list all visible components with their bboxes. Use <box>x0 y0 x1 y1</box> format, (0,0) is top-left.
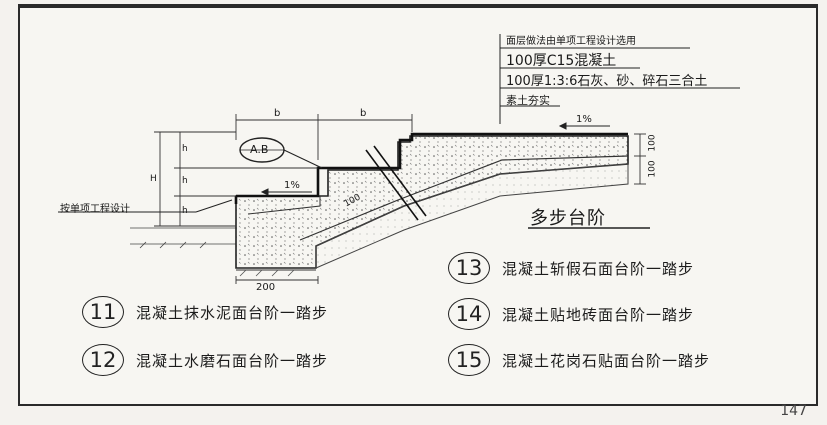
item-number: 15 <box>448 344 490 376</box>
dimension-lines <box>154 114 646 284</box>
item-text: 混凝土水磨石面台阶一踏步 <box>136 351 329 370</box>
item-text: 混凝土抹水泥面台阶一踏步 <box>136 303 329 322</box>
list-item: 14 混凝土贴地砖面台阶一踏步 <box>448 298 694 330</box>
spec-leaders <box>58 34 740 213</box>
ground-hatch <box>130 227 236 249</box>
slope-label-1: 1% <box>284 180 300 191</box>
list-item: 12 混凝土水磨石面台阶一踏步 <box>82 344 328 376</box>
list-item: 15 混凝土花岗石贴面台阶一踏步 <box>448 344 710 376</box>
dim-200: 200 <box>256 282 276 293</box>
step-surface <box>234 132 628 204</box>
layer-2-label: 100厚1:3:6石灰、砂、碎石三合土 <box>506 74 708 89</box>
drawing-title: 多步台阶 <box>530 208 606 229</box>
dim-h-2: h <box>182 176 188 186</box>
list-item: 11 混凝土抹水泥面台阶一踏步 <box>82 296 328 328</box>
page-number: 147 <box>780 403 807 419</box>
spec-note: 面层做法由单项工程设计选用 <box>506 36 636 47</box>
item-text: 混凝土花岗石贴面台阶一踏步 <box>502 351 711 370</box>
item-number: 14 <box>448 298 490 330</box>
sheet-top-border <box>20 6 816 8</box>
layer-1-label: 100厚C15混凝土 <box>506 53 617 69</box>
dim-h-3: h <box>182 206 188 216</box>
list-item: 13 混凝土斩假石面台阶一踏步 <box>448 252 694 284</box>
callout-label: A.B <box>250 143 269 156</box>
dim-b-2: b <box>360 108 367 119</box>
item-text: 混凝土斩假石面台阶一踏步 <box>502 259 695 278</box>
item-number: 12 <box>82 344 124 376</box>
layer-3-label: 素土夯实 <box>506 94 550 107</box>
item-number: 11 <box>82 296 124 328</box>
break-lines <box>365 145 427 221</box>
left-note: 按单项工程设计 <box>60 204 130 215</box>
dim-b-1: b <box>274 108 281 119</box>
dim-h-1: h <box>182 144 188 154</box>
slope-label-2: 1% <box>576 114 592 125</box>
item-text: 混凝土贴地砖面台阶一踏步 <box>502 305 695 324</box>
slope-arrows <box>260 122 610 196</box>
dim-H: H <box>150 174 157 184</box>
dim-100-b: 100 <box>647 160 658 178</box>
item-number: 13 <box>448 252 490 284</box>
dim-100-a: 100 <box>647 134 658 152</box>
layer-line <box>299 155 629 241</box>
